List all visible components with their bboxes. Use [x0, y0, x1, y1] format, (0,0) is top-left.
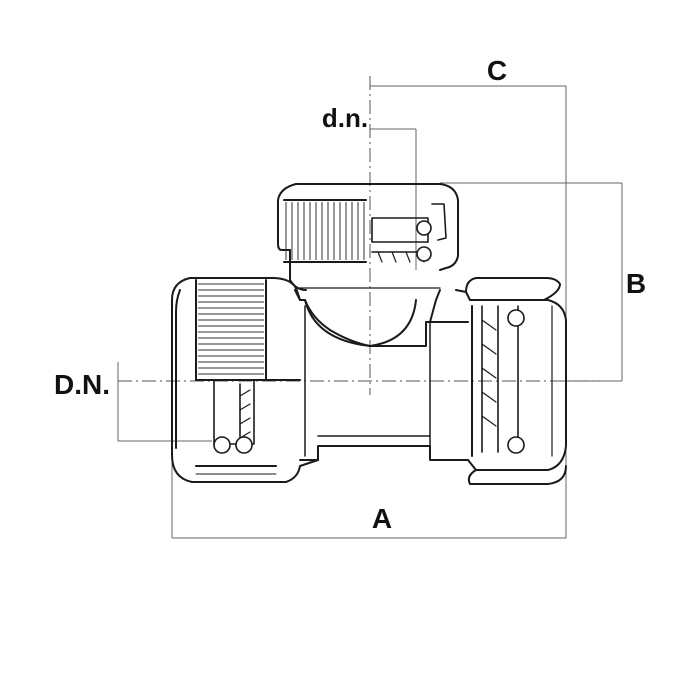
branch-end-cap [277, 183, 459, 291]
dimension-label-dn-large: D.N. [54, 369, 110, 400]
left-cap-knurl [198, 283, 264, 375]
dimension-label-dn-small: d.n. [322, 103, 368, 133]
branch-cap-knurl [285, 202, 365, 260]
dimension-label-b: B [626, 268, 646, 299]
branch-grip-ring [371, 203, 447, 263]
tee-body [294, 287, 469, 461]
dimension-label-c: C [487, 55, 507, 86]
left-grip-ring [213, 379, 255, 454]
right-grip-ring [481, 305, 525, 454]
dimension-label-a: A [372, 503, 392, 534]
right-end-cap [455, 277, 567, 485]
